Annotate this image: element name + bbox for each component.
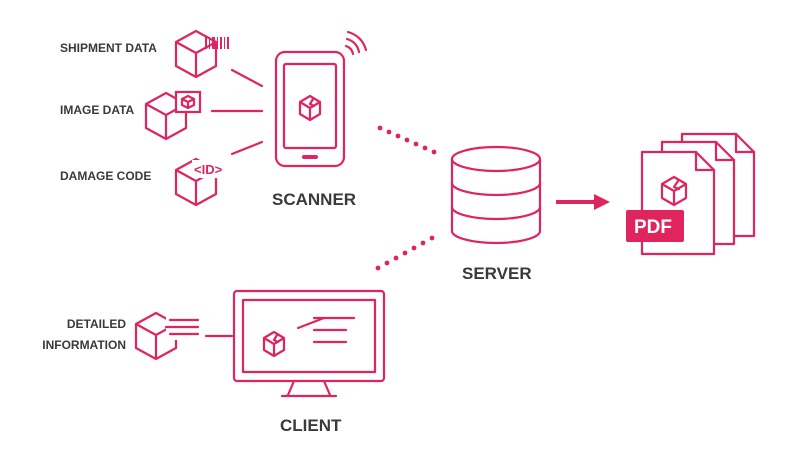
client-server-link — [375, 235, 435, 271]
client-monitor-icon — [232, 289, 386, 398]
scanner-server-link — [377, 125, 437, 155]
detailed-label-line2: INFORMATION — [42, 338, 126, 352]
wireless-signal-icon — [344, 30, 368, 56]
damage-connector — [230, 140, 264, 156]
shipment-connector — [230, 68, 264, 88]
image-box-icon — [144, 90, 202, 141]
damage-code-label: DAMAGE CODE — [60, 169, 151, 183]
id-code-badge: <ID> — [194, 162, 223, 177]
shipment-data-label: SHIPMENT DATA — [60, 41, 157, 55]
scanner-device-icon — [274, 50, 346, 168]
output-arrow — [556, 194, 610, 210]
shipment-box-icon — [174, 29, 229, 79]
barcode-icon — [205, 37, 229, 49]
server-database-icon — [450, 145, 542, 245]
client-label: CLIENT — [280, 416, 342, 435]
server-label: SERVER — [462, 264, 532, 283]
damage-code-box-icon: <ID> — [174, 157, 234, 207]
pdf-documents-icon: PDF — [626, 132, 756, 256]
pdf-badge: PDF — [634, 217, 672, 238]
detailed-info-box-icon — [134, 311, 202, 361]
detailed-label-line1: DETAILED — [67, 317, 126, 331]
image-data-label: IMAGE DATA — [60, 103, 135, 117]
scanner-label: SCANNER — [272, 190, 356, 209]
